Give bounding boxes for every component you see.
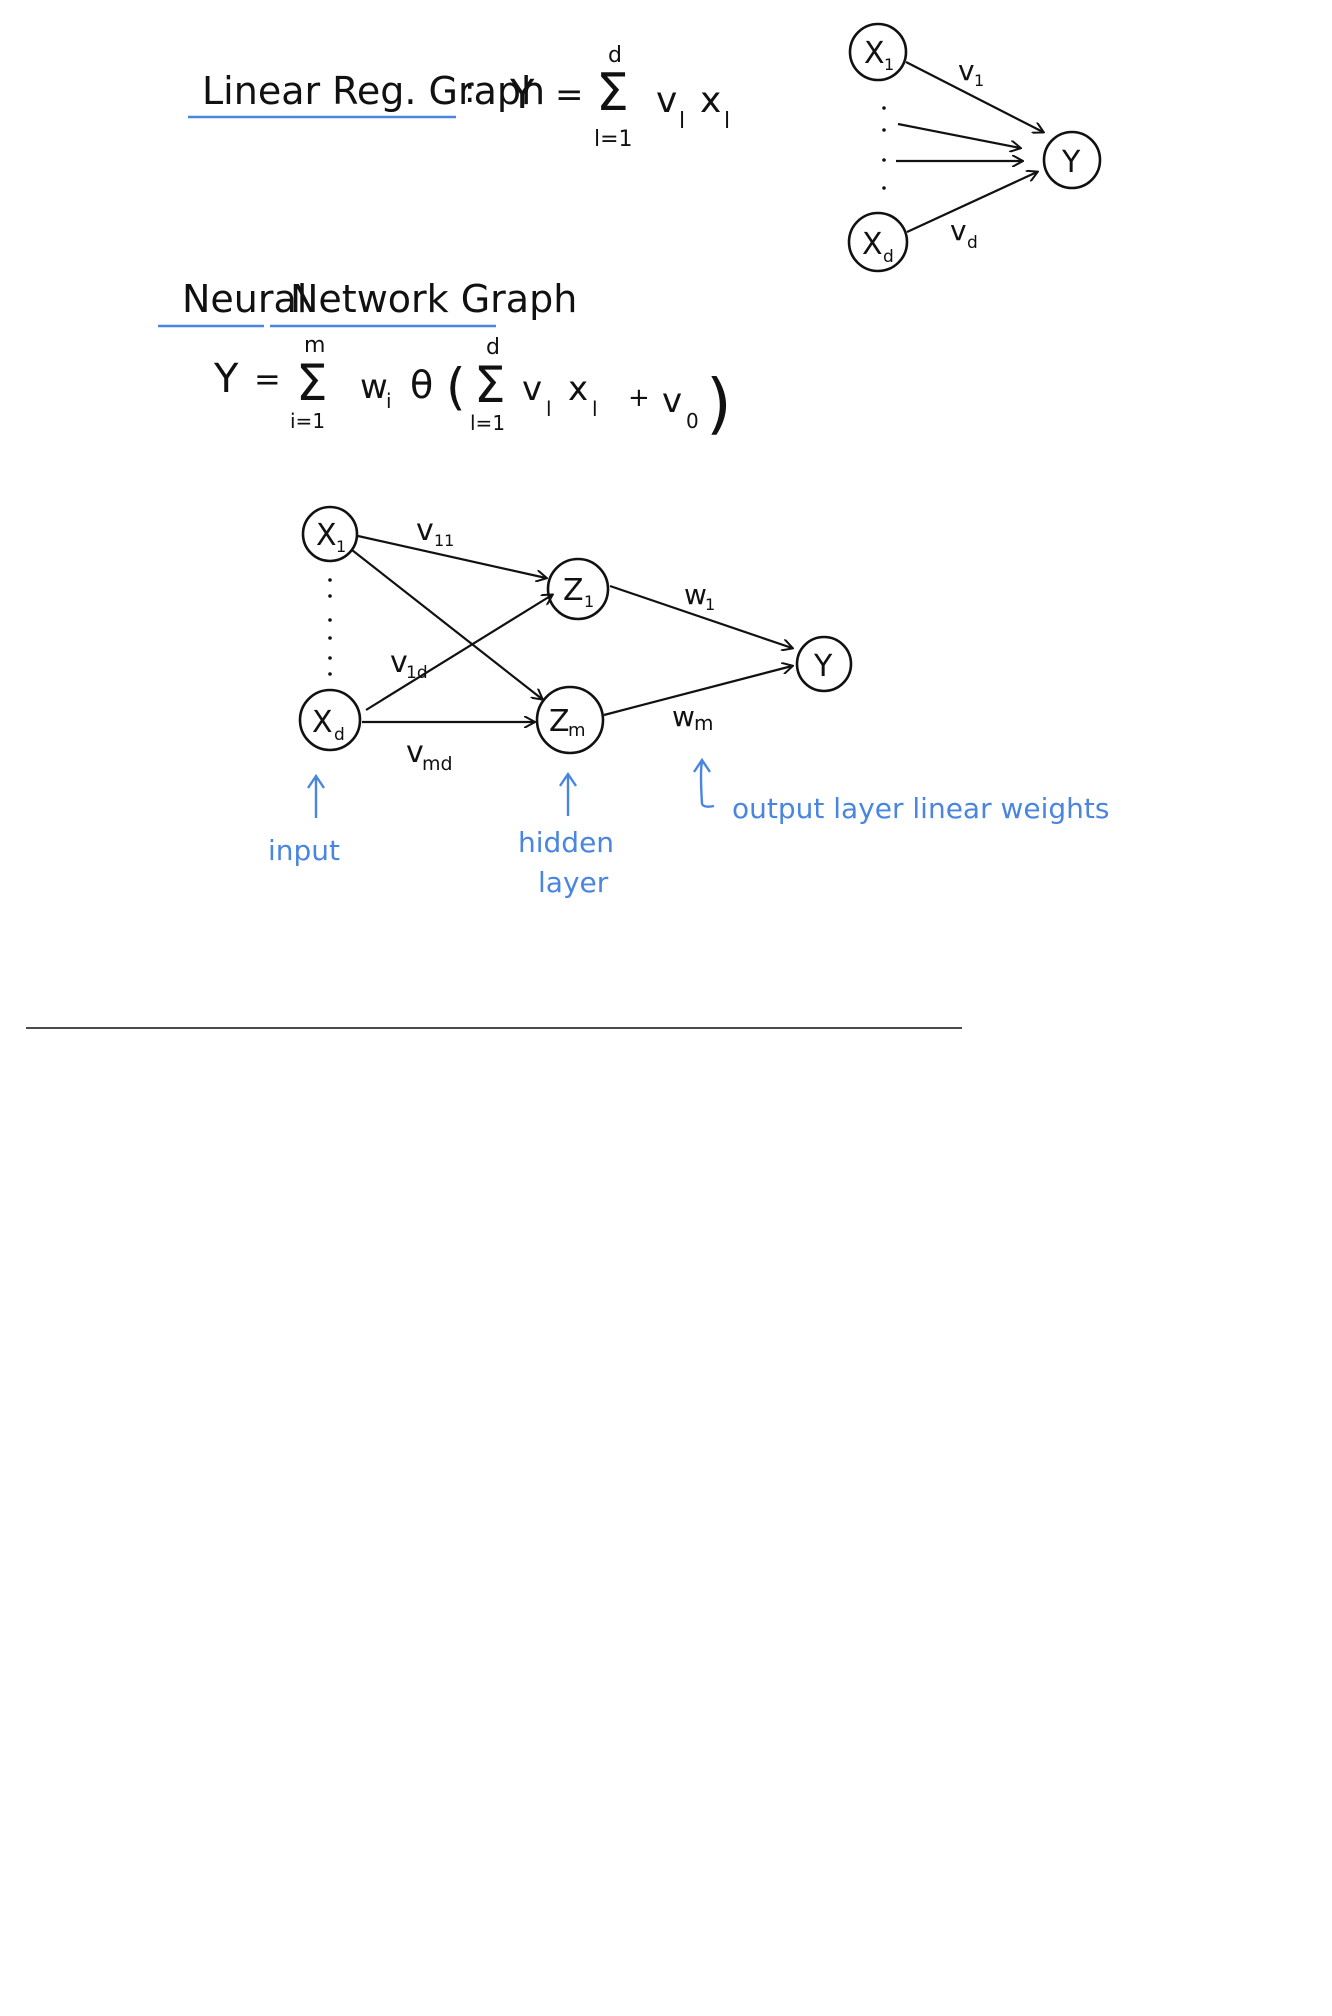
linear-input-ellipsis bbox=[882, 106, 886, 190]
nn-node-x1-sub: 1 bbox=[336, 537, 346, 556]
nn-node-xd bbox=[298, 688, 362, 752]
linear-term-v: v bbox=[656, 80, 677, 121]
nn-node-y-label: Y bbox=[813, 649, 833, 684]
linear-sum-bottom: l=1 bbox=[594, 127, 633, 152]
nn-node-zm-label: Z bbox=[549, 704, 570, 739]
nn-input-ellipsis bbox=[328, 578, 332, 676]
linear-edge-xd-y bbox=[906, 172, 1037, 233]
linear-edge-label-v1-sub: 1 bbox=[974, 71, 984, 90]
nn-edge-label-vmd-sub: md bbox=[422, 753, 453, 775]
linear-node-x1-sub: 1 bbox=[884, 55, 894, 74]
linear-eq: = bbox=[555, 75, 584, 115]
linear-node-x1 bbox=[848, 22, 908, 82]
neural-v0: v bbox=[662, 381, 682, 421]
neural-inner-sum-bottom: l=1 bbox=[470, 411, 505, 435]
nn-node-z1-sub: 1 bbox=[584, 592, 594, 611]
linear-sum-top: d bbox=[608, 43, 622, 68]
neural-section: Neural Network Graph Y = m Σ i=1 w i θ (… bbox=[158, 277, 1110, 899]
linear-section: Linear Reg. Graph : Y = d Σ l=1 v l x l … bbox=[188, 22, 1102, 273]
neural-eq: = bbox=[254, 360, 281, 398]
linear-edge-label-vd: v bbox=[950, 214, 967, 247]
annotation-hidden-2: layer bbox=[538, 866, 609, 899]
neural-w: w bbox=[360, 367, 388, 407]
linear-edge-label-v1: v bbox=[958, 54, 975, 87]
linear-sum-symbol: Σ bbox=[596, 63, 629, 123]
neural-title-word2: Network Graph bbox=[290, 277, 577, 321]
output-arrow-icon bbox=[693, 757, 715, 808]
nn-node-zm bbox=[535, 685, 605, 755]
neural-plus: + bbox=[628, 383, 650, 413]
neural-outer-sum-bottom: i=1 bbox=[290, 409, 325, 433]
neural-formula: Y = m Σ i=1 w i θ ( d Σ l=1 v l x l + v … bbox=[213, 333, 732, 442]
nn-annotations: input hidden layer output layer linear w… bbox=[268, 757, 1110, 899]
nn-edge-label-w1: w bbox=[684, 578, 707, 611]
neural-rparen: ) bbox=[706, 365, 732, 442]
nn-edge-label-w1-sub: 1 bbox=[705, 595, 715, 614]
linear-node-y bbox=[1042, 130, 1102, 190]
hidden-arrow-icon bbox=[559, 771, 577, 816]
nn-edge-x1-zm bbox=[351, 549, 542, 699]
neural-v0-sub: 0 bbox=[686, 409, 699, 433]
linear-term-x: x bbox=[700, 80, 721, 121]
neural-x-sub: l bbox=[592, 397, 598, 421]
neural-v: v bbox=[522, 369, 542, 409]
linear-title: Linear Reg. Graph bbox=[202, 69, 545, 113]
nn-edge-z1-y bbox=[609, 584, 792, 648]
linear-term-v-sub: l bbox=[679, 109, 685, 134]
nn-edge-xd-z1 bbox=[365, 595, 552, 711]
nn-edge-label-v1d-sub: 1d bbox=[406, 663, 428, 683]
neural-title-word1: Neural bbox=[182, 277, 307, 321]
linear-node-x1-label: X bbox=[864, 36, 885, 71]
linear-edge-mid-1 bbox=[897, 122, 1020, 148]
neural-outer-sum-symbol: Σ bbox=[296, 354, 328, 412]
linear-node-xd-sub: d bbox=[883, 247, 894, 267]
nn-node-zm-sub: m bbox=[568, 720, 586, 741]
nn-node-z1 bbox=[546, 557, 610, 621]
nn-edge-label-v1d: v bbox=[390, 645, 408, 680]
neural-v-sub: l bbox=[546, 397, 552, 421]
linear-graph: X 1 X d Y v 1 v d bbox=[847, 22, 1102, 273]
neural-lhs: Y bbox=[213, 356, 239, 402]
nn-node-x1-label: X bbox=[316, 518, 337, 553]
nn-node-y bbox=[795, 635, 853, 693]
linear-node-xd-label: X bbox=[862, 227, 883, 262]
nn-node-x1 bbox=[301, 505, 359, 563]
linear-edge-x1-y bbox=[905, 61, 1043, 132]
nn-edge-label-vmd: v bbox=[406, 735, 424, 770]
nn-edge-label-wm: w bbox=[672, 700, 695, 733]
neural-inner-sum-symbol: Σ bbox=[474, 356, 506, 414]
input-arrow-icon bbox=[307, 773, 325, 818]
nn-node-xd-label: X bbox=[312, 705, 333, 740]
neural-outer-sum-top: m bbox=[304, 333, 325, 358]
neural-w-sub: i bbox=[386, 389, 392, 413]
nn-edge-label-wm-sub: m bbox=[694, 711, 713, 735]
nn-edge-x1-z1 bbox=[357, 534, 546, 578]
neural-theta: θ bbox=[410, 363, 433, 407]
nn-edge-label-v11-sub: 11 bbox=[434, 531, 454, 550]
annotation-hidden-1: hidden bbox=[518, 826, 614, 859]
linear-term-x-sub: l bbox=[724, 109, 730, 134]
linear-node-xd bbox=[847, 211, 909, 273]
neural-graph: X 1 X d Z 1 Z m Y bbox=[298, 505, 853, 775]
nn-edge-label-v11: v bbox=[416, 513, 434, 548]
annotation-input: input bbox=[268, 834, 340, 867]
nn-node-xd-sub: d bbox=[334, 725, 345, 745]
linear-edge-label-vd-sub: d bbox=[967, 233, 978, 253]
nn-node-z1-label: Z bbox=[563, 573, 584, 608]
linear-colon: : bbox=[464, 71, 475, 111]
neural-inner-sum-top: d bbox=[486, 335, 500, 360]
linear-lhs: Y bbox=[509, 72, 535, 118]
neural-lparen: ( bbox=[446, 358, 466, 416]
nn-edge-zm-y bbox=[603, 666, 792, 717]
annotation-output: output layer linear weights bbox=[732, 792, 1110, 825]
neural-x: x bbox=[568, 369, 588, 409]
linear-node-y-label: Y bbox=[1061, 145, 1081, 180]
linear-formula: Y = d Σ l=1 v l x l bbox=[509, 43, 730, 152]
